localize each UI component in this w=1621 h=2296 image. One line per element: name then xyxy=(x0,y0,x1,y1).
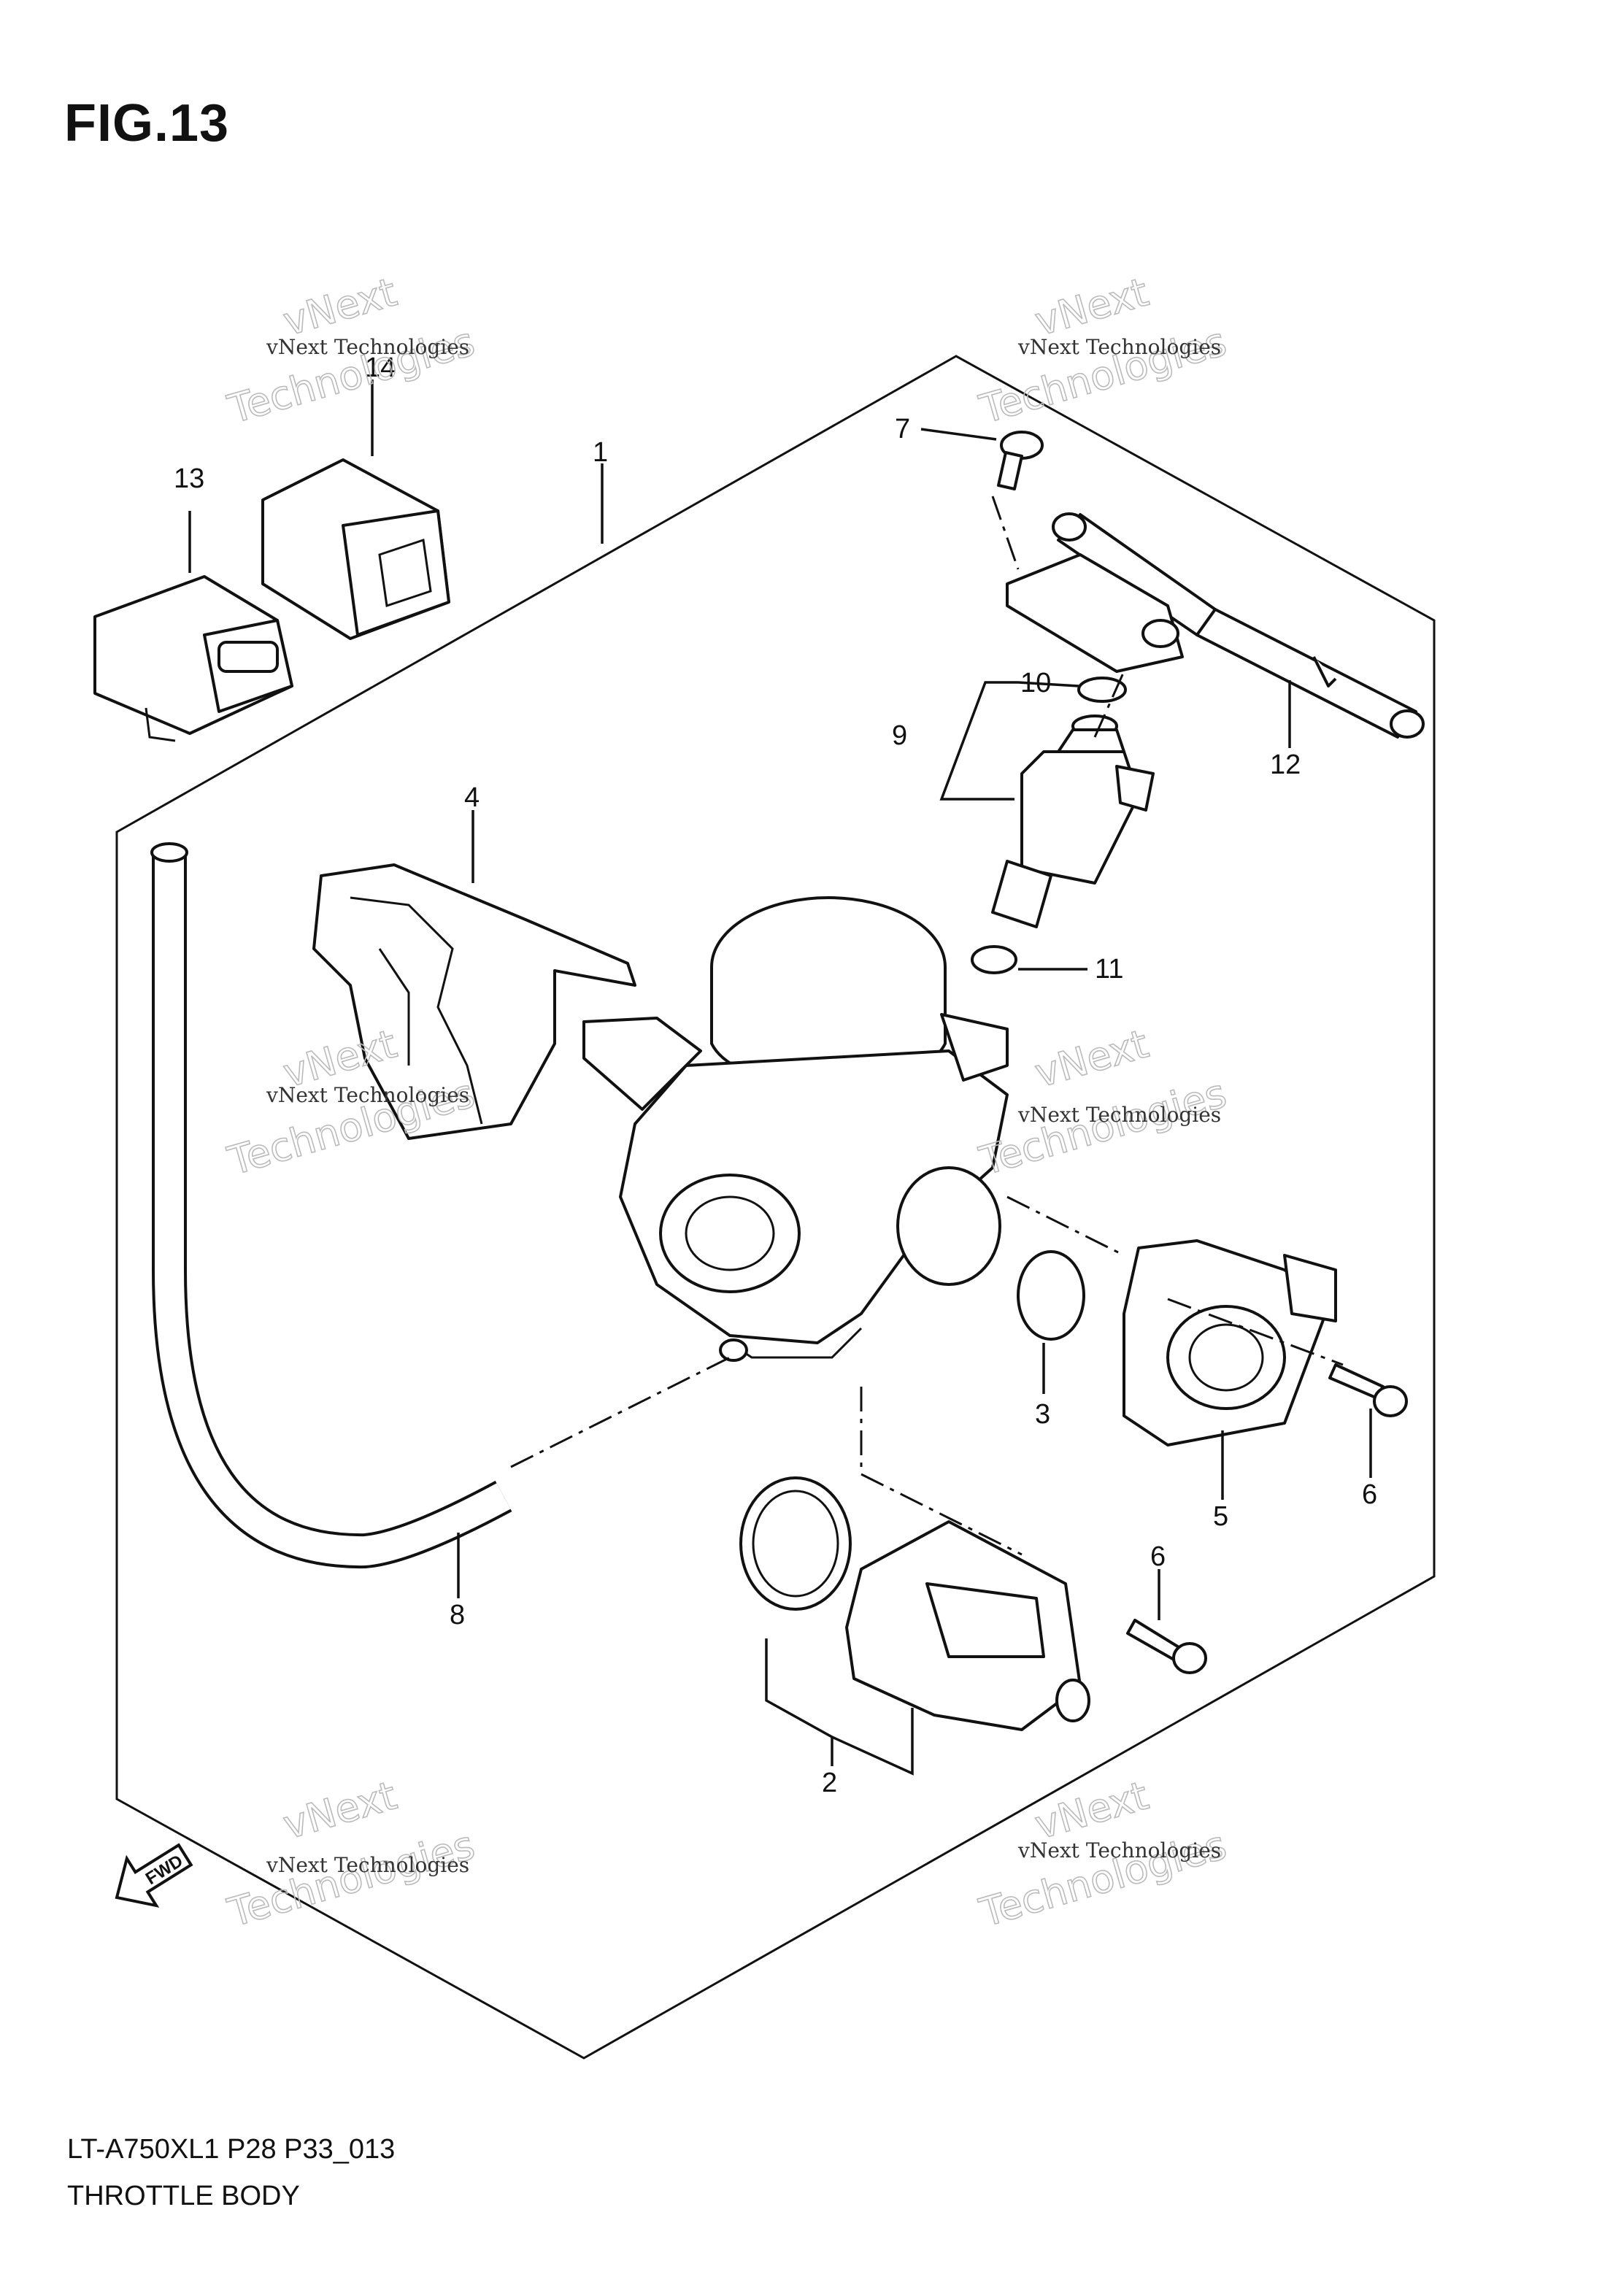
callout-6-lower: 6 xyxy=(1150,1541,1166,1572)
callout-7: 7 xyxy=(895,414,910,444)
svg-text:vNext: vNext xyxy=(278,1772,401,1848)
part-14-coupler[interactable] xyxy=(261,458,450,640)
part-3-o-ring[interactable] xyxy=(1017,1250,1085,1341)
callout-8: 8 xyxy=(450,1600,465,1630)
svg-text:vNext Technologies: vNext Technologies xyxy=(266,1853,469,1877)
callout-11: 11 xyxy=(1095,954,1123,985)
part-5-tps-sensor[interactable] xyxy=(1123,1239,1337,1446)
callout-14: 14 xyxy=(365,353,396,383)
callout-9: 9 xyxy=(892,720,907,751)
fwd-arrow-icon: FWD xyxy=(115,1843,193,1908)
model-code: LT-A750XL1 P28 P33_013 xyxy=(67,2134,396,2165)
callout-3: 3 xyxy=(1035,1399,1050,1430)
callout-10: 10 xyxy=(1020,668,1051,698)
part-4-bracket[interactable] xyxy=(312,863,636,1140)
callout-6-upper: 6 xyxy=(1362,1479,1377,1510)
svg-text:vNext: vNext xyxy=(1030,1020,1153,1096)
part-7-screw[interactable] xyxy=(997,431,1044,490)
svg-text:vNext Technologies: vNext Technologies xyxy=(266,1083,469,1107)
svg-text:vNext: vNext xyxy=(1030,269,1153,344)
callout-4: 4 xyxy=(464,782,480,813)
svg-text:vNext Technologies: vNext Technologies xyxy=(1017,1838,1221,1862)
throttle-body[interactable] xyxy=(582,896,1009,1362)
diagram-name: THROTTLE BODY xyxy=(67,2181,300,2211)
part-11-seal[interactable] xyxy=(971,945,1017,974)
part-9-injector[interactable] xyxy=(991,714,1155,928)
watermark-top-right: vNext Technologies vNext Technologies xyxy=(974,269,1231,434)
figure-title: FIG.13 xyxy=(64,94,230,153)
callout-12: 12 xyxy=(1270,750,1301,780)
part-2-iac-valve[interactable] xyxy=(739,1476,1090,1731)
svg-text:Technologies: Technologies xyxy=(974,1070,1231,1184)
callout-2: 2 xyxy=(822,1768,837,1798)
svg-text:vNext: vNext xyxy=(1030,1772,1153,1848)
assembly-boundary xyxy=(115,355,1436,2060)
svg-text:vNext: vNext xyxy=(278,269,401,344)
callout-5: 5 xyxy=(1213,1501,1228,1532)
svg-text:vNext Technologies: vNext Technologies xyxy=(1017,1103,1221,1127)
watermark-bottom-left: vNext Technologies vNext Technologies xyxy=(222,1772,480,1937)
watermark-bottom-right: vNext Technologies vNext Technologies xyxy=(974,1772,1231,1937)
svg-text:vNext Technologies: vNext Technologies xyxy=(1017,335,1221,359)
watermark-mid-right: vNext Technologies vNext Technologies xyxy=(974,1020,1231,1185)
watermark-top-left: vNext Technologies vNext Technologies xyxy=(222,269,480,434)
part-6-screw-lower[interactable] xyxy=(1126,1619,1207,1674)
callout-1: 1 xyxy=(593,437,608,468)
svg-text:vNext Technologies: vNext Technologies xyxy=(266,335,469,359)
part-6-screw-upper[interactable] xyxy=(1328,1363,1408,1417)
callout-13: 13 xyxy=(174,463,204,494)
part-8-hose[interactable] xyxy=(150,842,512,1569)
part-13-coupler[interactable] xyxy=(93,575,293,742)
part-12-delivery-pipe[interactable] xyxy=(1006,512,1425,739)
